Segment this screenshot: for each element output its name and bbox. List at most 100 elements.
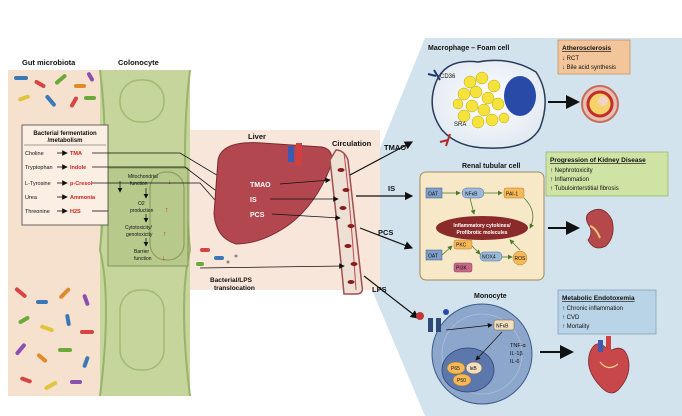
fermentation-row-choline: Choline TMA xyxy=(25,150,82,157)
p65-node xyxy=(446,361,466,375)
pathway-node-label: PKC xyxy=(456,243,467,249)
bacterium xyxy=(40,324,54,333)
monocyte-nfkb-node xyxy=(493,319,515,331)
bacterium xyxy=(70,96,78,108)
inflammatory-node xyxy=(436,216,528,240)
tlr4-receptor-icon xyxy=(416,309,449,332)
product-label: Ammonia xyxy=(70,195,96,201)
bacterium xyxy=(82,294,90,306)
pathway-arrow xyxy=(471,245,481,255)
bacterium xyxy=(80,330,94,334)
kidney-disease-item: ↑ Tubulointerstitial fibrosis xyxy=(550,186,619,192)
effect-line: production xyxy=(130,208,154,214)
kidney-disease-item: ↑ Nephrotoxicity xyxy=(550,168,593,174)
fermentation-row-tryptophan: Tryptophan Indole xyxy=(25,164,86,171)
receptor-label: SRA xyxy=(454,122,466,128)
cytokine-label: IL-1β xyxy=(510,351,523,357)
substrate-label: Urea xyxy=(25,195,38,201)
pcs-output-arrow xyxy=(359,227,414,250)
output-label: PCS xyxy=(378,228,393,237)
lps-output-arrow xyxy=(363,275,419,319)
increase-arrow-icon: ↑ xyxy=(165,207,169,214)
pathway-arrow xyxy=(441,245,453,256)
bacterium xyxy=(14,287,27,298)
pai1-node xyxy=(503,187,525,199)
output-label: IS xyxy=(388,184,395,193)
bacterium xyxy=(34,80,46,88)
increase-arrow-icon: ↑ xyxy=(163,231,167,238)
gut-lumen xyxy=(8,70,100,396)
pathway-node-label: OAT xyxy=(428,254,438,260)
renal-title: Renal tubular cell xyxy=(462,163,520,170)
bacterium xyxy=(45,94,56,107)
artery-plaque-icon xyxy=(581,85,619,123)
product-label: TMA xyxy=(70,151,82,157)
inflammatory-label: Inflammatory cytokines/ xyxy=(453,223,511,229)
endotoxemia-item: ↑ Mortality xyxy=(562,324,589,330)
liver-organ xyxy=(213,142,333,245)
atherosclerosis-title: Atherosclerosis xyxy=(562,45,612,52)
macrophage-title: Macrophage – Foam cell xyxy=(428,45,509,52)
product-label: H2S xyxy=(70,209,81,215)
pathway-node-label: OAT xyxy=(428,192,438,198)
fermentation-title-2: /metabolism xyxy=(47,138,82,144)
effect-line: Mitochondrial xyxy=(128,174,158,180)
liver-metabolite: TMAO xyxy=(250,182,271,189)
bacterium xyxy=(36,353,48,363)
translocation-arrow xyxy=(199,263,345,269)
monocyte-node-label: P50 xyxy=(457,378,466,384)
bacterium xyxy=(14,76,28,80)
atherosclerosis-item: ↓ RCT xyxy=(562,56,579,62)
pcs-liver-arrow xyxy=(271,213,341,221)
ikb-node xyxy=(465,361,483,375)
colonocyte-effects: Mitochondrial function O2 production Cyt… xyxy=(117,174,172,262)
ros-node xyxy=(512,250,528,266)
substrate-label: Tryptophan xyxy=(25,165,53,171)
macrophage-cell xyxy=(427,59,546,149)
tmao-liver-arrow xyxy=(279,177,331,185)
heart-icon xyxy=(588,336,630,394)
kidney-disease-title: Progression of Kidney Disease xyxy=(550,157,646,164)
effect-line: O2 xyxy=(138,201,145,207)
translocated-bacteria xyxy=(196,248,238,266)
cytokine-label: IL-6 xyxy=(510,359,519,365)
bacterium xyxy=(82,356,90,368)
tmao-output-arrow xyxy=(349,141,414,176)
bacterium xyxy=(15,343,26,356)
bacterium xyxy=(20,376,32,384)
effect-line: function xyxy=(134,256,152,262)
monocyte-title: Monocyte xyxy=(474,293,507,300)
bacterium xyxy=(58,348,72,352)
fermentation-row-threonine: Threonine H2S xyxy=(25,208,81,215)
monocyte-arrow xyxy=(475,331,503,361)
translocation-label-2: translocation xyxy=(214,285,255,292)
bacterium xyxy=(44,381,58,390)
bacterium xyxy=(87,72,94,82)
inflammatory-label: Profibrotic molecules xyxy=(456,230,507,236)
renal-pathway: OAT NFκB PAI-1 Inflammatory cytokines/ P… xyxy=(425,187,534,273)
decrease-arrow-icon: ↓ xyxy=(162,255,166,262)
bacteria-cluster xyxy=(14,72,96,390)
effect-line: genotoxicity xyxy=(126,232,153,238)
substrate-label: Choline xyxy=(25,151,44,157)
substrate-label: L-Tyrosine xyxy=(25,181,51,187)
bacterium xyxy=(70,380,82,384)
bacterium xyxy=(18,94,30,102)
monocyte-node-label: NFκB xyxy=(496,324,509,330)
substrate-label: Threonine xyxy=(25,209,50,215)
pathway-arrow xyxy=(523,197,534,229)
fermentation-row-tyrosine: L-Tyrosine p-Cresol xyxy=(25,180,93,187)
bacterium xyxy=(36,300,48,304)
monocyte-arrow xyxy=(445,323,493,331)
kidney-disease-item: ↑ Inflammation xyxy=(550,177,589,183)
bacterium xyxy=(65,314,71,326)
bacterium xyxy=(59,287,71,299)
endotoxemia-box xyxy=(557,289,657,335)
gut-microbiota-title: Gut microbiota xyxy=(22,58,76,67)
kidney-icon xyxy=(586,208,614,249)
pathway-arrow xyxy=(509,239,521,251)
cytokine-label: TNF-α xyxy=(510,343,527,349)
bacterium xyxy=(74,84,86,88)
